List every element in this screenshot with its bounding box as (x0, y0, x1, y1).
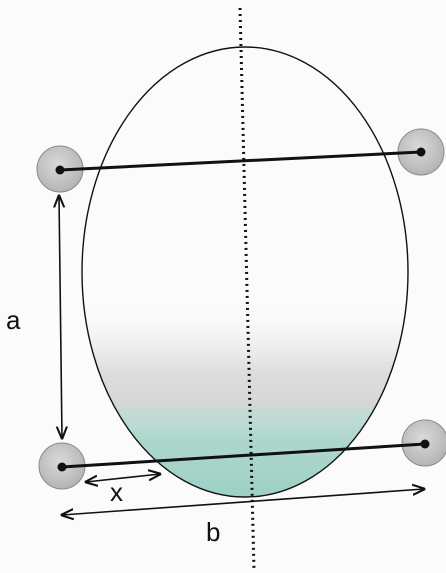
label-a: a (6, 305, 21, 335)
top-chord-line (59, 150, 422, 172)
vertical-axis-dotted-line (238, 7, 256, 571)
marker-dot-top-left (55, 165, 65, 175)
dimension-b-arrow (62, 489, 424, 515)
bottom-chord-line (61, 442, 426, 469)
marker-dot-bottom-right (420, 439, 430, 449)
marker-dot-bottom-left (57, 462, 67, 472)
dimension-x-arrow (86, 474, 160, 482)
marker-dot-top-right (416, 147, 426, 157)
egg-shading (82, 47, 408, 497)
label-b: b (206, 517, 220, 547)
label-x: x (110, 477, 123, 507)
dimension-a-arrow (59, 196, 62, 438)
